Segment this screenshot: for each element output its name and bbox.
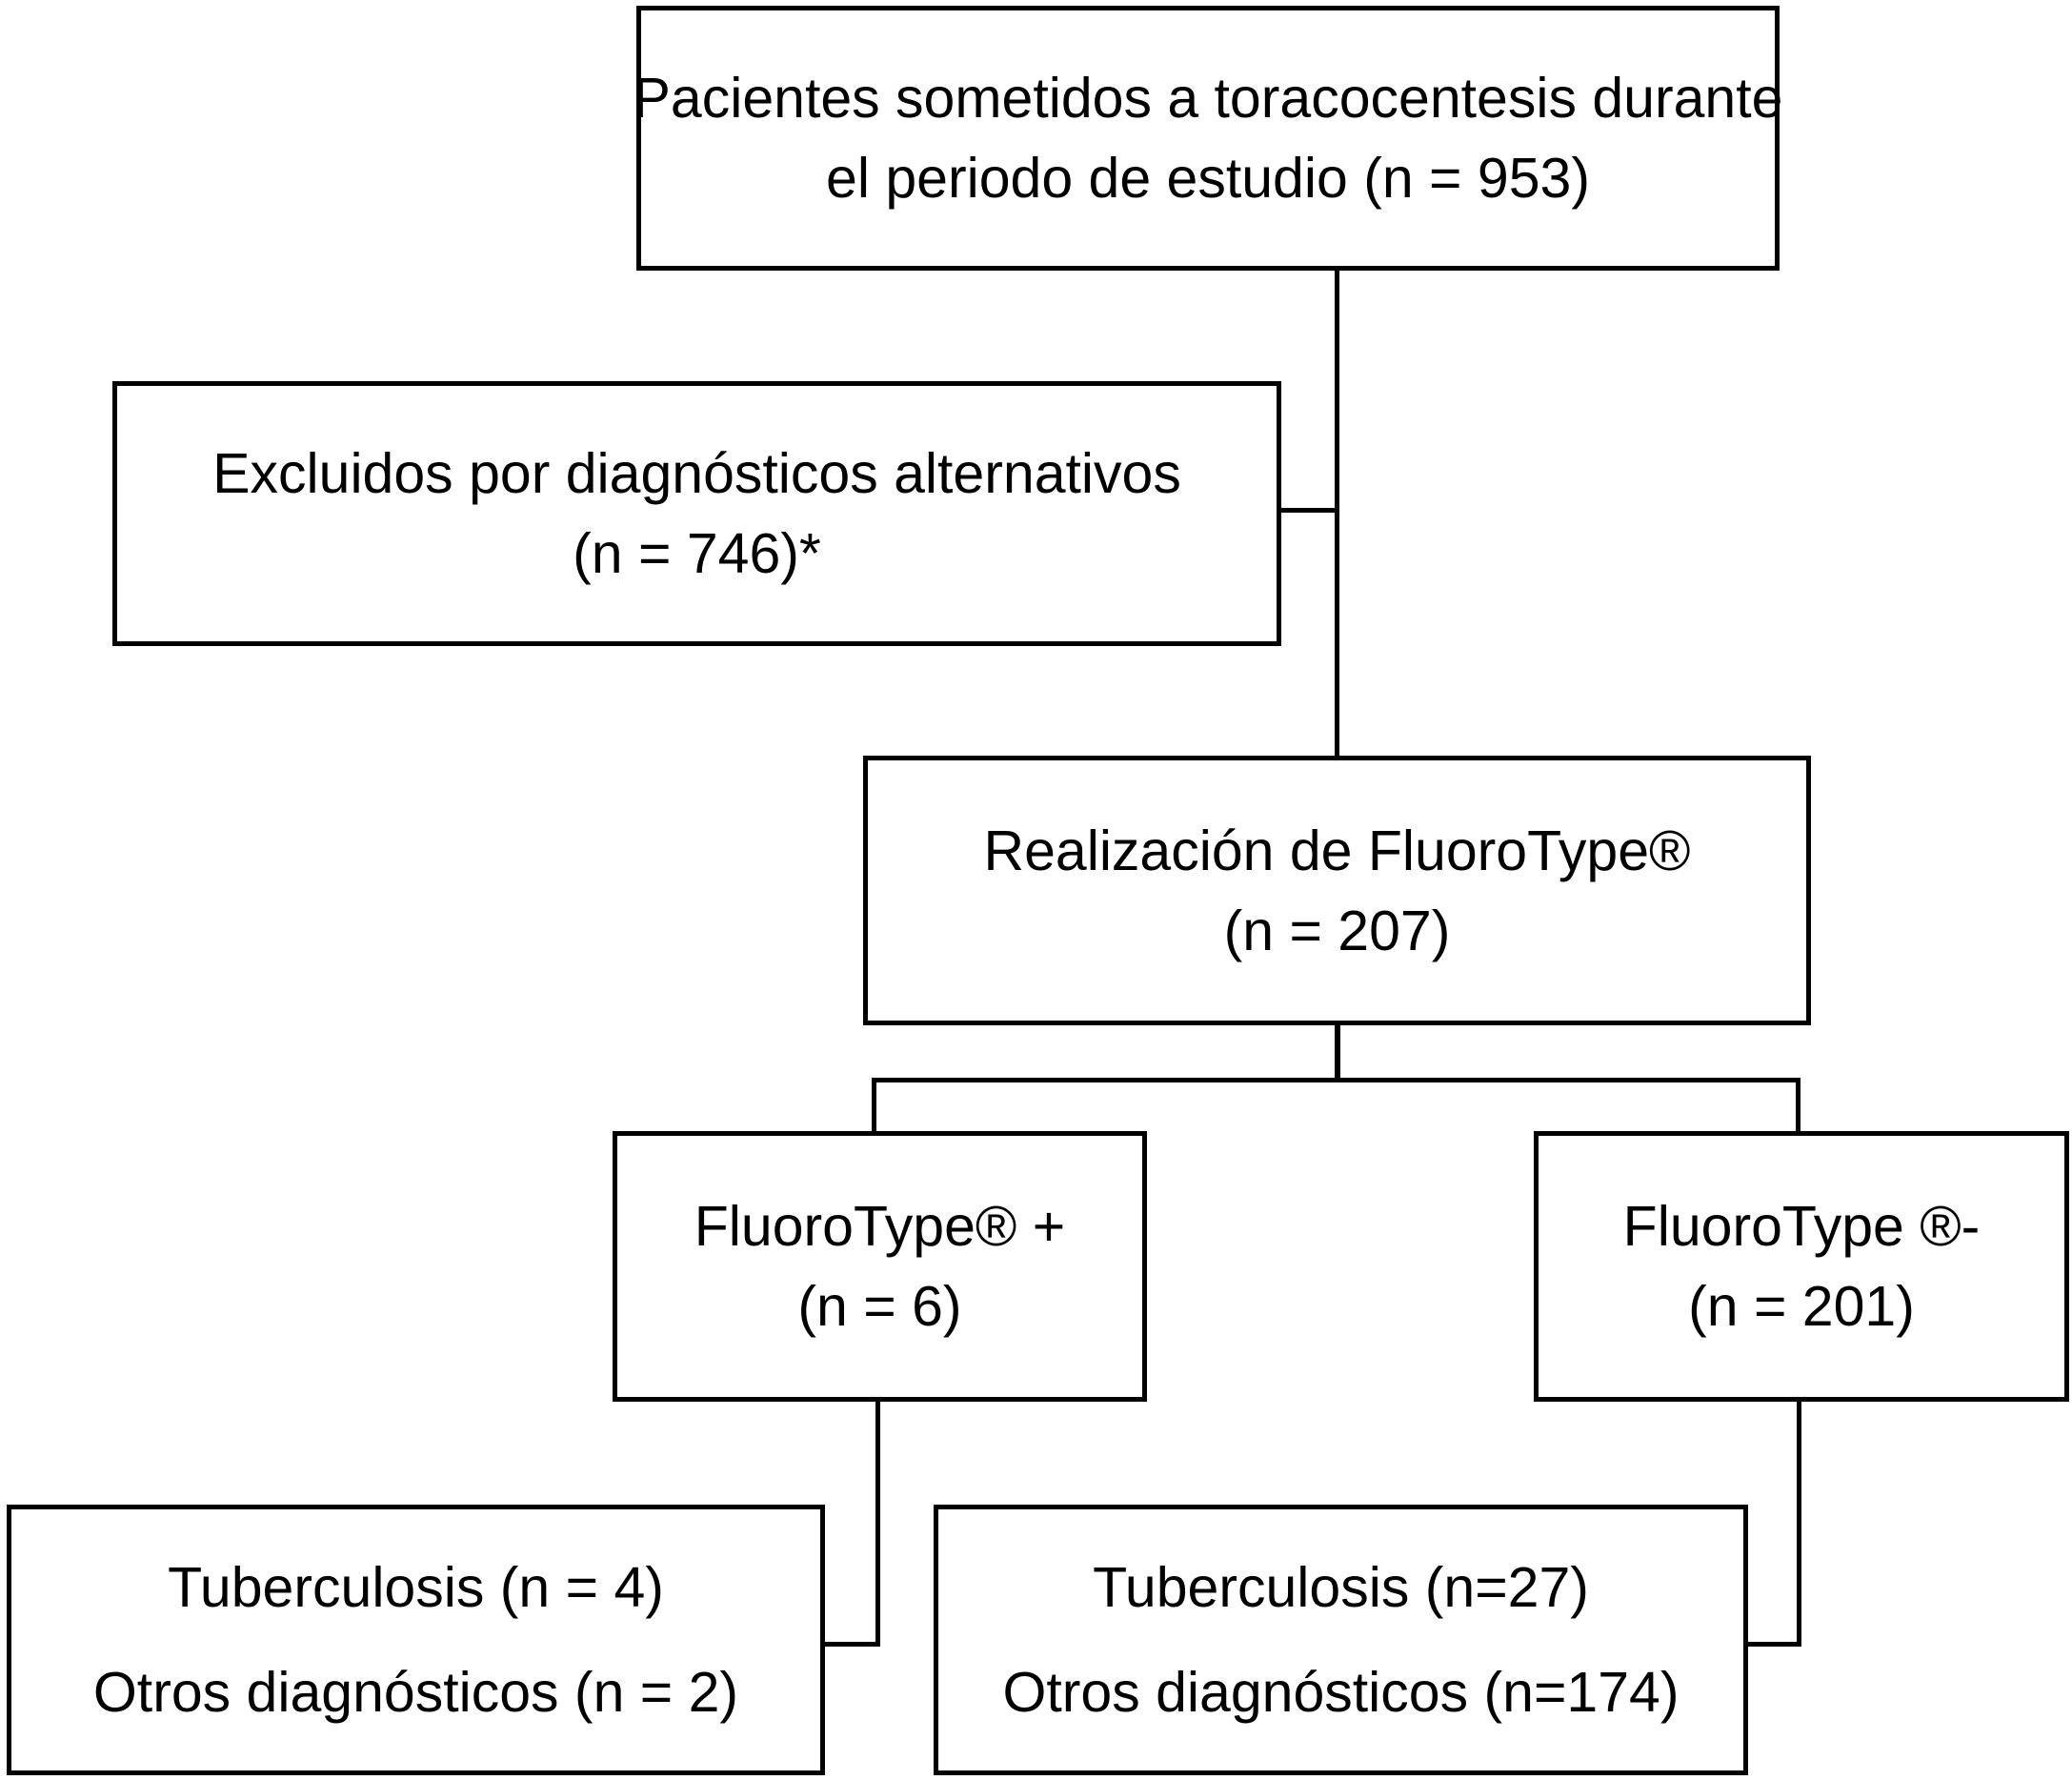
fluorotype-negative-box: FluoroType ®- (n = 201) [1534,1131,2069,1402]
excluded-box: Excluidos por diagnósticos alternativos … [112,381,1281,646]
fluorotype-performed-line1: Realización de FluoroType® [983,819,1691,882]
fluorotype-positive-box: FluoroType® + (n = 6) [613,1131,1147,1402]
positive-outcome-other: Otros diagnósticos (n = 2) [92,1661,739,1724]
connector-main-trunk [1335,271,1339,756]
connector-negative-to-outcome [1748,1642,1801,1647]
fluorotype-performed-box: Realización de FluoroType® (n = 207) [863,756,1811,1025]
total-patients-line1: Pacientes sometidos a toracocentesis dur… [633,67,1783,130]
total-patients-line2: el periodo de estudio (n = 953) [826,147,1590,210]
negative-outcome-box: Tuberculosis (n=27) Otros diagnósticos (… [934,1505,1748,1775]
total-patients-box: Pacientes sometidos a toracocentesis dur… [633,6,1783,271]
connector-positive-down [875,1402,880,1647]
connector-split-bar [872,1078,1800,1082]
connector-fluoro-stem [1335,1025,1340,1081]
positive-outcome-tuberculosis: Tuberculosis (n = 4) [168,1556,664,1619]
connector-positive-to-outcome [825,1642,880,1647]
excluded-line2: (n = 746)* [573,522,821,585]
negative-outcome-other: Otros diagnósticos (n=174) [1002,1661,1680,1724]
fluorotype-negative-line1: FluoroType ®- [1622,1195,1981,1258]
connector-to-negative [1796,1078,1800,1131]
positive-outcome-box: Tuberculosis (n = 4) Otros diagnósticos … [7,1505,825,1775]
fluorotype-positive-line1: FluoroType® + [694,1195,1066,1258]
excluded-line1: Excluidos por diagnósticos alternativos [212,442,1181,505]
fluorotype-performed-line2: (n = 207) [1223,899,1451,962]
negative-outcome-tuberculosis: Tuberculosis (n=27) [1093,1556,1589,1619]
connector-exclusion-branch [1281,508,1339,513]
connector-negative-down [1797,1402,1801,1647]
fluorotype-negative-line2: (n = 201) [1688,1275,1915,1338]
fluorotype-positive-line2: (n = 6) [797,1275,962,1338]
connector-to-positive [872,1078,876,1131]
